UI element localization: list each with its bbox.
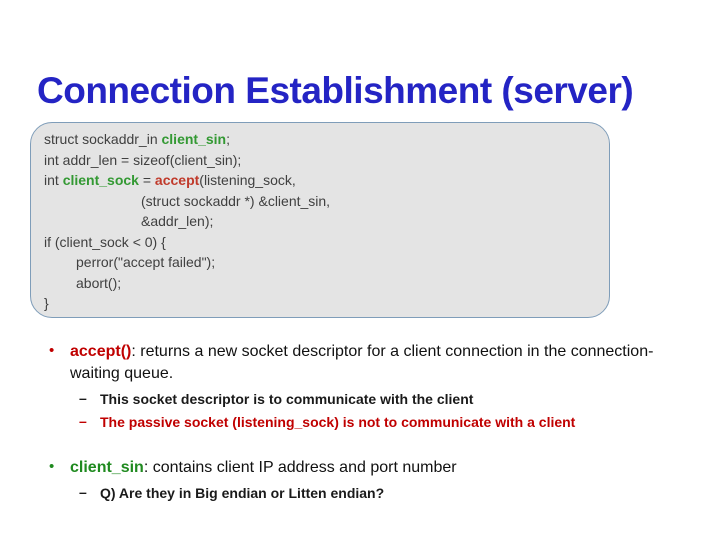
code-keyword-client-sin: client_sin bbox=[161, 131, 227, 147]
code-snippet-box: struct sockaddr_in client_sin; int addr_… bbox=[30, 122, 610, 318]
dash-marker-icon: – bbox=[79, 413, 87, 429]
dash-marker-icon: – bbox=[79, 390, 87, 406]
spacer bbox=[0, 434, 690, 457]
code-text: &addr_len); bbox=[141, 213, 214, 229]
code-line: } bbox=[44, 293, 601, 314]
code-line: perror("accept failed"); bbox=[44, 252, 601, 273]
code-line: int addr_len = sizeof(client_sin); bbox=[44, 150, 601, 171]
code-keyword-accept: accept bbox=[154, 172, 200, 188]
code-line: int client_sock = accept(listening_sock, bbox=[44, 170, 601, 191]
code-line: (struct sockaddr *) &client_sin, bbox=[44, 191, 601, 212]
sub-bullet-text: This socket descriptor is to communicate… bbox=[100, 391, 474, 407]
bullet-text: : contains client IP address and port nu… bbox=[143, 459, 457, 476]
sub-bullet: –Q) Are they in Big endian or Litten end… bbox=[70, 482, 665, 505]
slide-title: Connection Establishment (server) bbox=[37, 69, 634, 111]
bullet-marker-icon: • bbox=[49, 342, 55, 359]
sub-bullet-list: –Q) Are they in Big endian or Litten end… bbox=[70, 482, 665, 505]
bullet-text: : returns a new socket descriptor for a … bbox=[70, 343, 654, 382]
bullet-term-client-sin: client_sin bbox=[70, 459, 144, 476]
code-text: (listening_sock, bbox=[199, 172, 296, 188]
code-text: struct sockaddr_in bbox=[44, 131, 162, 147]
code-text: abort(); bbox=[76, 274, 122, 291]
code-line: if (client_sock < 0) { bbox=[44, 232, 601, 253]
sub-bullet: –The passive socket (listening_sock) is … bbox=[70, 411, 665, 434]
code-keyword-client-sock: client_sock bbox=[62, 172, 139, 188]
code-text: = bbox=[138, 172, 155, 188]
sub-bullet-text: The passive socket (listening_sock) is n… bbox=[100, 414, 576, 430]
bullet-item-accept: • accept(): returns a new socket descript… bbox=[0, 341, 690, 434]
sub-bullet-text: Q) Are they in Big endian or Litten endi… bbox=[100, 485, 385, 501]
code-text: (struct sockaddr *) &client_sin, bbox=[141, 192, 331, 209]
code-text: int addr_len = sizeof(client_sin); bbox=[44, 151, 242, 168]
code-line: &addr_len); bbox=[44, 211, 601, 232]
sub-bullet: –This socket descriptor is to communicat… bbox=[70, 388, 665, 411]
code-line: abort(); bbox=[44, 273, 601, 294]
bullet-item-client-sin: • client_sin: contains client IP address … bbox=[0, 457, 690, 505]
code-text: perror("accept failed"); bbox=[76, 254, 216, 270]
dash-marker-icon: – bbox=[79, 484, 87, 500]
bullet-marker-icon: • bbox=[49, 458, 55, 475]
bullet-term-accept: accept() bbox=[70, 343, 132, 360]
code-text: if (client_sock < 0) { bbox=[44, 233, 166, 250]
sub-bullet-list: –This socket descriptor is to communicat… bbox=[70, 388, 665, 434]
code-text: int bbox=[44, 172, 63, 188]
code-text: ; bbox=[226, 131, 230, 147]
code-line: struct sockaddr_in client_sin; bbox=[44, 129, 601, 150]
code-text: } bbox=[44, 295, 49, 311]
bullet-list: • accept(): returns a new socket descript… bbox=[0, 341, 690, 505]
